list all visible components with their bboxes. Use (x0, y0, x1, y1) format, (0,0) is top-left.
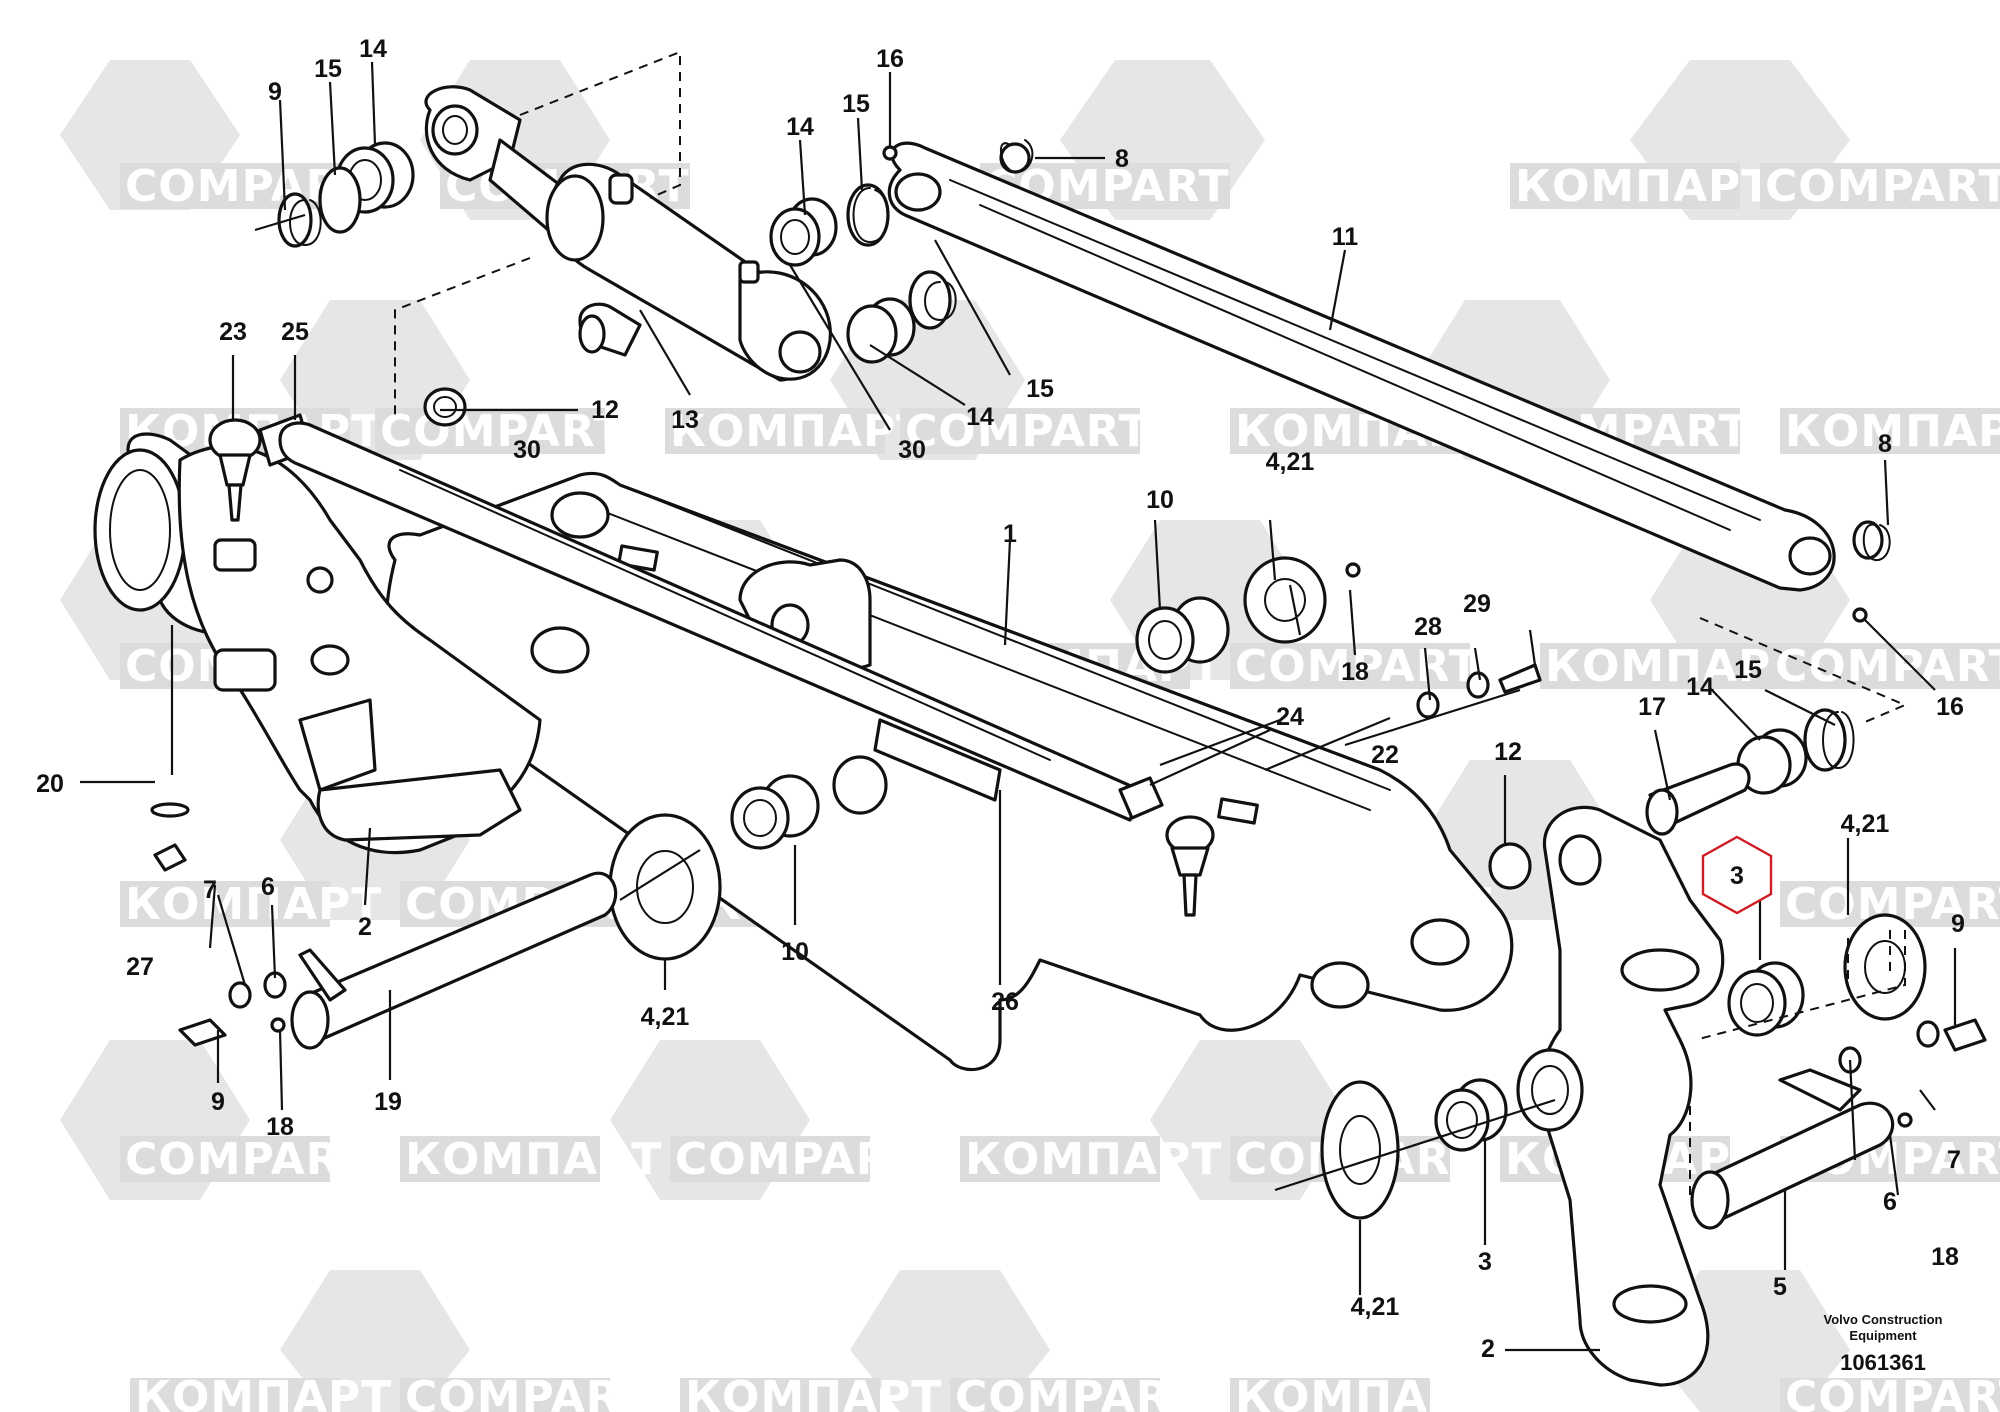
callout-label: 6 (261, 873, 275, 901)
watermark-cyrillic: КОМПАРТ (405, 1134, 662, 1185)
callout-label: 12 (591, 396, 619, 424)
callout-label: 4,21 (1841, 810, 1890, 838)
tie-bar-part (887, 141, 1836, 592)
callout-label: 1 (1003, 520, 1017, 548)
dashed-outline (394, 50, 1908, 1195)
watermark-latin: COMPART (1765, 161, 2000, 212)
callout-label: 14 (966, 403, 994, 431)
bushing-3b-part (1727, 961, 1805, 1037)
callout-label: 20 (36, 770, 64, 798)
thrust-washer-part (608, 556, 1927, 1220)
callout-label: 14 (359, 35, 387, 63)
callout-label: 25 (281, 318, 309, 346)
callout-label: 16 (876, 45, 904, 73)
watermark-latin: COMPART (905, 406, 1150, 457)
watermark-cyrillic: КОМПАРТ (965, 1134, 1222, 1185)
watermark-latin: COMPART (675, 1134, 920, 1185)
callouts: 1 2 2 3 3 4,21 4,21 4,21 4,21 5 6 6 7 7 … (36, 35, 1965, 1363)
callout-label: 23 (219, 318, 247, 346)
watermark-latin: COMPART (125, 1134, 370, 1185)
footer-brand-line2: Equipment (1849, 1328, 1917, 1343)
callout-label: 26 (991, 988, 1019, 1016)
watermark-cyrillic: КОМПАРТ (1515, 161, 1772, 212)
king-pin-part (1690, 1068, 1894, 1230)
callout-label: 15 (842, 90, 870, 118)
callout-label: 10 (781, 938, 809, 966)
footer-brand-line1: Volvo Construction (1824, 1312, 1943, 1327)
footer: Volvo Construction Equipment 1061361 (1824, 1312, 1943, 1375)
watermark-cyrillic: КОМПАРТ (685, 1372, 942, 1412)
callout-label: 14 (1686, 673, 1714, 701)
watermark-latin: COMPART (380, 406, 625, 457)
callout-label: 2 (1481, 1335, 1495, 1363)
callout-label: 12 (1494, 738, 1522, 766)
callout-label: 9 (211, 1088, 225, 1116)
callout-label: 14 (786, 113, 814, 141)
callout-label: 27 (126, 953, 154, 981)
callout-label-highlighted[interactable]: 3 (1730, 862, 1744, 890)
callout-label: 18 (1931, 1243, 1959, 1271)
callout-label: 6 (1883, 1188, 1897, 1216)
pin-part (423, 302, 642, 427)
hydraulic-cylinder-part (424, 85, 832, 382)
callout-label: 30 (898, 436, 926, 464)
watermark-cyrillic: КОМПАРТ (1545, 641, 1802, 692)
footer-diagram-number: 1061361 (1840, 1350, 1926, 1375)
callout-label: 24 (1276, 703, 1304, 731)
watermark-latin: COMPART (1785, 1372, 2000, 1412)
callout-label: 7 (203, 876, 217, 904)
callout-label: 10 (1146, 486, 1174, 514)
callout-label: 11 (1332, 223, 1359, 251)
callout-label: 16 (1936, 693, 1964, 721)
watermark-cyrillic: КОМПАРТ (1235, 1372, 1492, 1412)
callout-label: 22 (1371, 741, 1399, 769)
callout-label: 18 (266, 1113, 294, 1141)
watermark-latin: COMPART (1235, 641, 1480, 692)
king-pin-left-part (290, 871, 618, 1050)
bushing-10b-part (1135, 596, 1230, 674)
watermark-cyrillic: КОМПАРТ (670, 406, 927, 457)
callout-label: 8 (1115, 145, 1129, 173)
ball-joint-right-part (1118, 776, 1215, 917)
watermark-latin: COMPART (405, 1372, 650, 1412)
steering-knuckle-right-part (1516, 805, 1725, 1387)
callout-label: 5 (1773, 1273, 1787, 1301)
callout-label: 18 (1341, 658, 1369, 686)
callout-label: 9 (268, 78, 282, 106)
pin-17-part (1645, 762, 1751, 836)
callout-label: 7 (1947, 1146, 1961, 1174)
watermark-latin: COMPART (1775, 641, 2000, 692)
callout-label: 2 (358, 913, 372, 941)
tie-rod-part (278, 421, 1142, 822)
bushing-3-part (1434, 1078, 1508, 1152)
callout-label: 29 (1463, 590, 1491, 618)
callout-label: 3 (1478, 1248, 1492, 1276)
callout-label: 15 (1734, 656, 1762, 684)
watermark-cyrillic: КОМПАРТ (1785, 406, 2000, 457)
leader-lines (80, 61, 1957, 1352)
callout-label: 30 (513, 436, 541, 464)
watermark-cyrillic: КОМПАРТ (135, 1372, 392, 1412)
callout-label: 4,21 (1266, 448, 1315, 476)
highlighted-part-marker[interactable] (1701, 835, 1773, 915)
callout-label: 13 (671, 406, 699, 434)
callout-label: 9 (1951, 910, 1965, 938)
circlip-part (289, 139, 1891, 770)
callout-label: 8 (1878, 430, 1892, 458)
callout-label: 15 (314, 55, 342, 83)
bushing-10-part (730, 755, 888, 850)
callout-label: 4,21 (641, 1003, 690, 1031)
callout-label: 28 (1414, 613, 1442, 641)
watermark-cyrillic: КОМПАРТ (125, 879, 382, 930)
parts-drawing (93, 85, 1987, 1387)
steering-knuckle-left-part (93, 432, 542, 872)
watermark-latin: COMPART (955, 1372, 1200, 1412)
callout-label: 15 (1026, 375, 1054, 403)
callout-label: 4,21 (1351, 1293, 1400, 1321)
callout-label: 17 (1638, 693, 1666, 721)
callout-label: 19 (374, 1088, 402, 1116)
